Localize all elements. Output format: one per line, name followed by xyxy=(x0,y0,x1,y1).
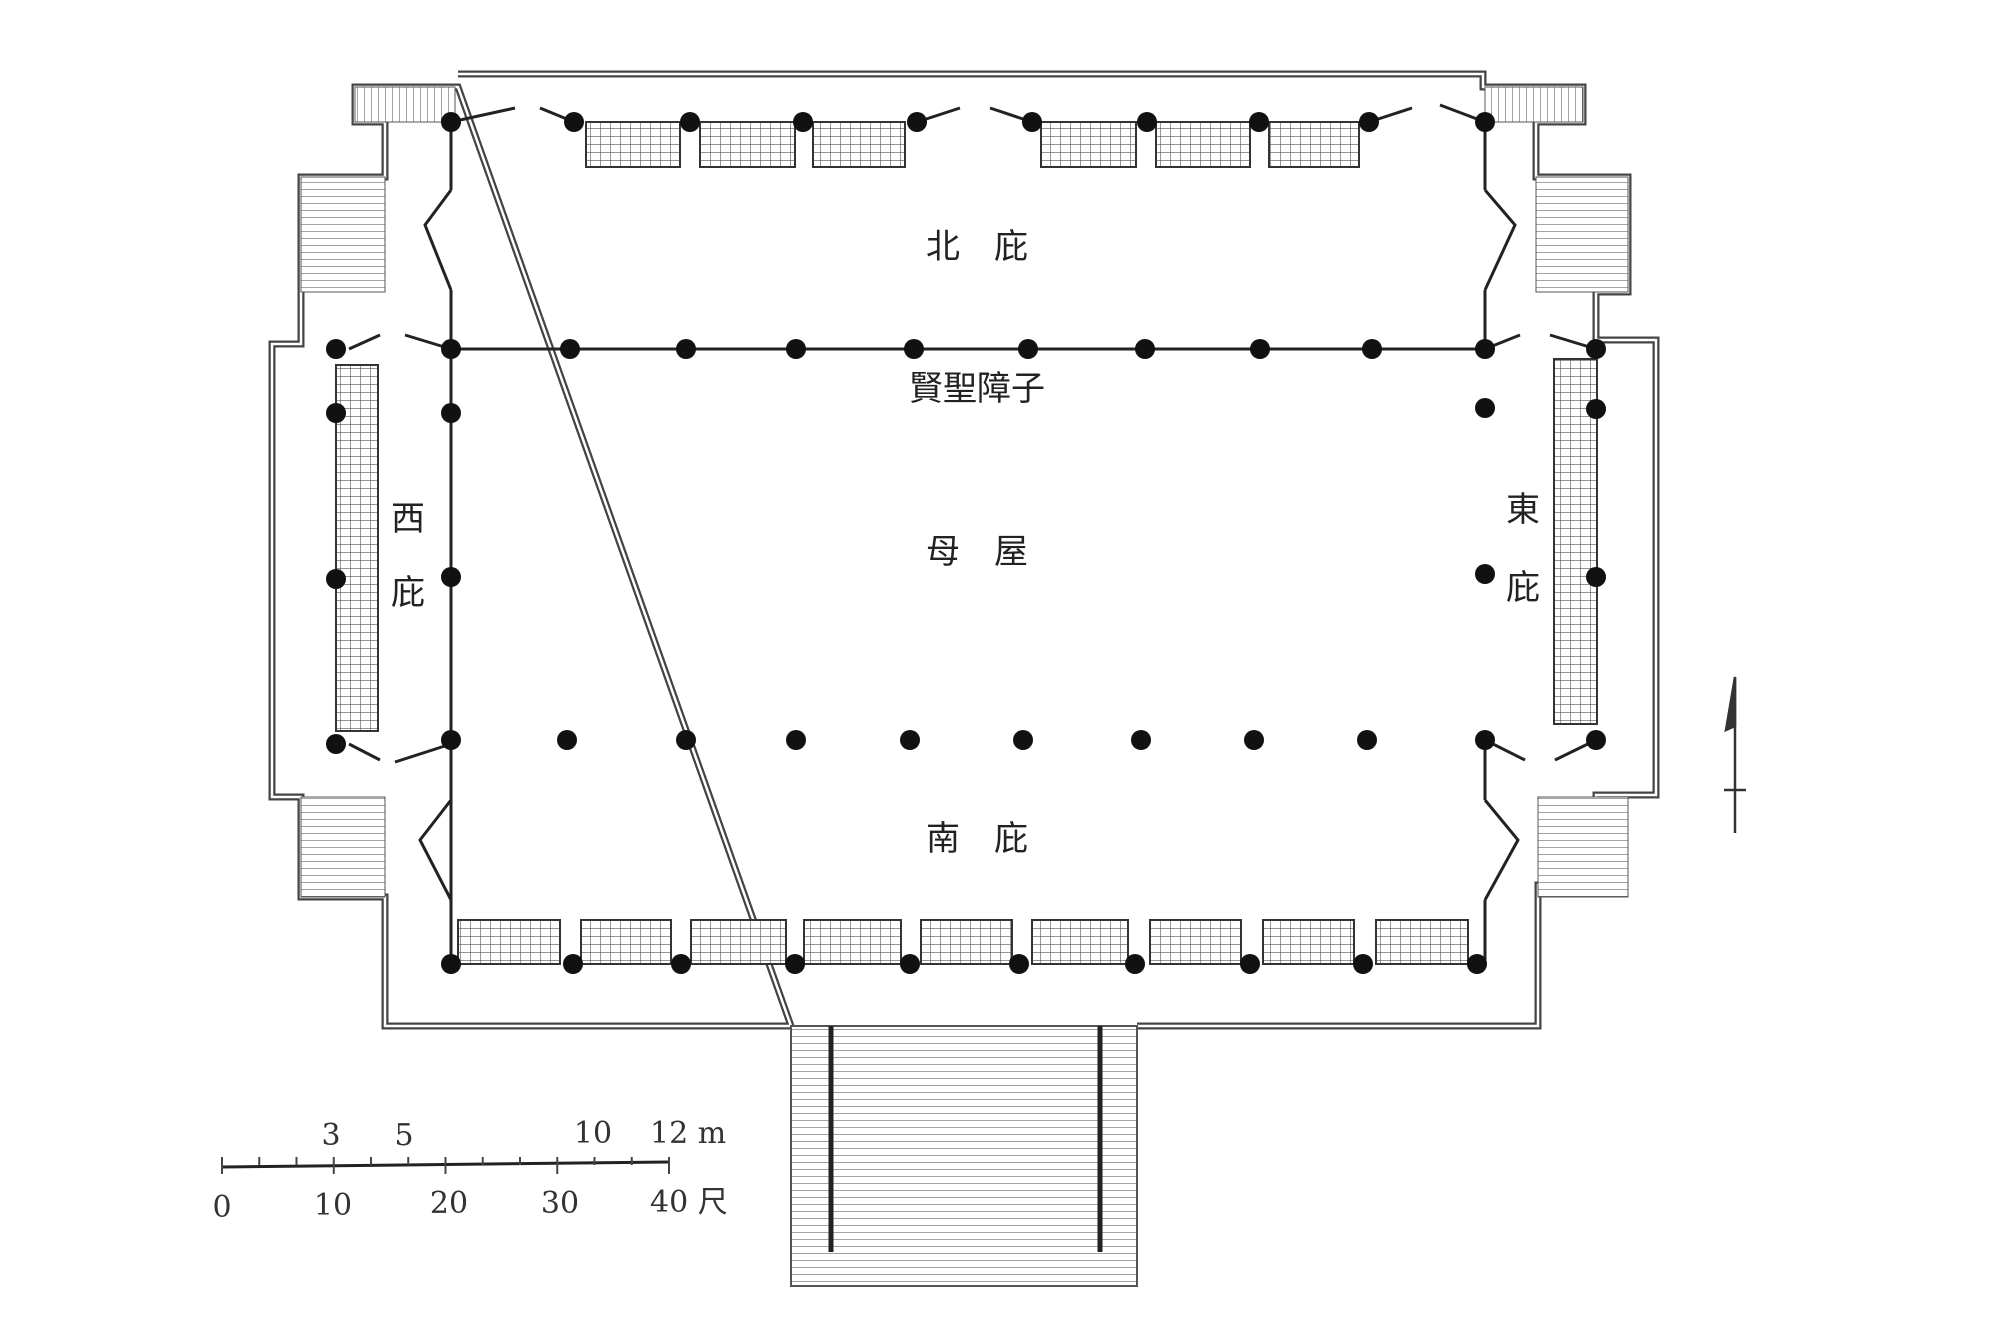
scale-shaku-10: 10 xyxy=(314,1188,352,1223)
column xyxy=(441,339,461,359)
corner-steps xyxy=(300,86,1629,898)
column xyxy=(1586,730,1606,750)
column xyxy=(1009,954,1029,974)
north-arrow-icon xyxy=(1724,676,1746,833)
column xyxy=(900,730,920,750)
scale-m-5: 5 xyxy=(394,1118,413,1153)
column xyxy=(1137,112,1157,132)
column xyxy=(1249,112,1269,132)
label-west-aisle-1: 西 xyxy=(391,499,425,539)
lattice-screen xyxy=(1268,121,1360,168)
column xyxy=(557,730,577,750)
lattice-screen xyxy=(335,364,379,732)
column xyxy=(564,112,584,132)
column xyxy=(441,954,461,974)
lattice-screen xyxy=(585,121,681,168)
lattice-screen xyxy=(690,919,787,965)
column xyxy=(680,112,700,132)
column xyxy=(907,112,927,132)
label-south-aisle: 南 庇 xyxy=(926,819,1028,859)
column xyxy=(1018,339,1038,359)
column xyxy=(904,339,924,359)
label-west-aisle-2: 庇 xyxy=(391,573,425,613)
column xyxy=(1125,954,1145,974)
label-screen: 賢聖障子 xyxy=(909,369,1045,409)
scale-bar: 3 5 10 12 m 0 10 20 30 40 尺 xyxy=(212,1116,727,1225)
column xyxy=(326,734,346,754)
column xyxy=(900,954,920,974)
column xyxy=(1353,954,1373,974)
column xyxy=(793,112,813,132)
column xyxy=(1362,339,1382,359)
lattice-screen xyxy=(1031,919,1129,965)
column xyxy=(1467,954,1487,974)
lattice-screen xyxy=(812,121,906,168)
column xyxy=(326,403,346,423)
lattice-screen xyxy=(920,919,1013,965)
column xyxy=(1586,339,1606,359)
lattice-screen xyxy=(1262,919,1355,965)
scale-shaku-40: 40 尺 xyxy=(650,1185,728,1220)
column xyxy=(441,112,461,132)
column xyxy=(1240,954,1260,974)
column xyxy=(785,954,805,974)
column xyxy=(676,730,696,750)
lattice-screen xyxy=(1040,121,1137,168)
column xyxy=(1475,112,1495,132)
column xyxy=(1250,339,1270,359)
label-east-aisle-1: 東 xyxy=(1506,490,1540,530)
south-stairs xyxy=(790,1025,1138,1287)
column xyxy=(786,730,806,750)
lattice-screen xyxy=(1553,358,1598,725)
column xyxy=(1013,730,1033,750)
lattice-screen xyxy=(580,919,672,965)
label-core: 母 屋 xyxy=(926,532,1028,572)
column xyxy=(441,403,461,423)
column xyxy=(1586,399,1606,419)
column xyxy=(441,730,461,750)
column xyxy=(326,339,346,359)
lattice-screen xyxy=(699,121,796,168)
label-north-aisle: 北 庇 xyxy=(926,227,1028,267)
lattice-screen xyxy=(1375,919,1469,965)
walls xyxy=(348,103,1597,964)
column xyxy=(560,339,580,359)
column xyxy=(563,954,583,974)
column xyxy=(1359,112,1379,132)
column xyxy=(441,567,461,587)
column xyxy=(1475,398,1495,418)
column xyxy=(671,954,691,974)
scale-shaku-30: 30 xyxy=(541,1186,579,1221)
scale-shaku-0: 0 xyxy=(212,1190,231,1225)
lattice-screens xyxy=(335,121,1598,965)
scale-m-12: 12 m xyxy=(650,1116,726,1151)
lattice-screen xyxy=(803,919,902,965)
column xyxy=(786,339,806,359)
column xyxy=(1244,730,1264,750)
column xyxy=(1131,730,1151,750)
scale-m-3: 3 xyxy=(321,1118,340,1153)
column xyxy=(1586,567,1606,587)
column xyxy=(1475,339,1495,359)
scale-shaku-20: 20 xyxy=(430,1186,468,1221)
column xyxy=(676,339,696,359)
lattice-screen xyxy=(457,919,561,965)
label-east-aisle-2: 庇 xyxy=(1506,568,1540,608)
scale-m-10: 10 xyxy=(574,1116,612,1151)
lattice-screen xyxy=(1155,121,1251,168)
column xyxy=(1135,339,1155,359)
column xyxy=(1475,564,1495,584)
column xyxy=(1357,730,1377,750)
lattice-screen xyxy=(1149,919,1242,965)
column xyxy=(326,569,346,589)
column xyxy=(1022,112,1042,132)
columns xyxy=(326,112,1606,974)
column xyxy=(1475,730,1495,750)
